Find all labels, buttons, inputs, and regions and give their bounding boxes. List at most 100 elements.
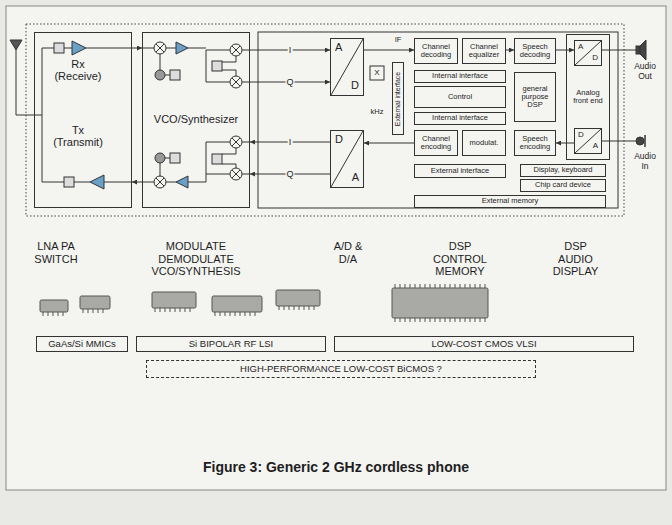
drawing-use [154,42,166,54]
drawing-rect [54,43,64,53]
drawing-line [235,312,236,316]
drawing-line [98,309,99,313]
figure-caption: Figure 3: Generic 2 GHz cordless phone [0,459,672,475]
drawing-line [331,39,363,95]
converter-box: DA [330,130,364,188]
signal-label: I [288,138,293,147]
function-box: Display, keyboard [520,164,606,177]
node-text: Speech decoding [517,43,553,59]
annotation-label: A/D & D/A [328,240,368,265]
annotation-label: kHz [364,108,390,117]
x-box [370,66,384,80]
drawing-rect [392,288,488,318]
drawing-line [455,318,456,322]
drawing-rect [636,46,640,54]
drawing-line [230,312,231,316]
node-text: A [593,142,598,151]
node-text: Control [448,93,472,101]
drawing-line [83,309,84,313]
node-text: A [578,43,583,52]
drawing-line [420,284,421,288]
drawing-line [440,284,441,288]
function-box: general purpose DSP [514,72,556,122]
drawing-line [450,284,451,288]
function-box: Channel decoding [414,38,458,64]
drawing-line [450,318,451,322]
drawing-path [644,135,646,147]
node-text: LOW-COST CMOS VLSI [431,339,536,349]
drawing-path [640,40,646,60]
drawing-line [43,312,44,316]
drawing-rect [64,177,74,187]
drawing-line [485,284,486,288]
annotation-label: Audio Out [630,62,660,82]
technology-box: Si BIPOLAR RF LSI [136,336,326,352]
annotation-label: LNA PA SWITCH [32,240,80,265]
drawing-line [480,284,481,288]
drawing-line [170,308,171,312]
node-text: Analog front end [569,89,607,105]
drawing-line [415,318,416,322]
drawing-line [415,284,416,288]
drawing-line [284,306,285,310]
drawing-rect [212,61,222,71]
drawing-line [430,284,431,288]
drawing-line [425,284,426,288]
drawing-line [240,312,241,316]
drawing-rect [80,296,110,309]
node-text: Speech encoding [517,135,553,151]
drawing-path [160,148,236,176]
signal-connector [132,182,142,183]
drawing-path [176,42,188,54]
node-text: GaAs/Si MMICs [48,339,116,349]
drawing-line [175,308,176,312]
node-text: D [335,134,343,146]
drawing-line [245,312,246,316]
digital-block [258,32,618,208]
drawing-use [154,176,166,188]
node-text: A [352,172,359,184]
drawing-line [88,309,89,313]
node-text: Channel encoding [417,135,455,151]
drawing-circle [155,70,165,80]
annotation-label: DSP CONTROL MEMORY [424,240,496,278]
drawing-line [475,284,476,288]
function-box: Channel encoding [414,130,458,156]
node-text: D [578,131,584,140]
figure-frame [6,6,666,490]
node-text: Internal interface [432,72,488,80]
node-text: D [351,80,359,92]
drawing-line [435,318,436,322]
node-text: general purpose DSP [517,85,553,109]
drawing-line [190,308,191,312]
analog-block: Analog front endADDA [566,34,610,160]
drawing-line [420,318,421,322]
node-text: Rx (Receive) [49,59,107,83]
drawing-rect [152,292,196,308]
node-text: Si BIPOLAR RF LSI [189,339,273,349]
drawing-line [185,308,186,312]
function-box: External interface [414,164,506,178]
drawing-line [445,284,446,288]
drawing-line [575,41,601,65]
audio-transducers [602,40,646,147]
drawing-line [58,312,59,316]
annotation-label: X [370,68,384,77]
drawing-line [430,318,431,322]
drawing-circle [155,153,165,163]
drawing-rect [276,290,320,306]
function-box: Internal interface [414,112,506,125]
function-box: Internal interface [414,70,506,83]
rf-block: Rx (Receive)Tx (Transmit) [34,32,132,208]
drawing-line [395,284,396,288]
drawing-line [425,318,426,322]
drawing-line [250,312,251,316]
drawing-line [155,308,156,312]
drawing-line [460,284,461,288]
drawing-line [215,312,216,316]
drawing-line [48,312,49,316]
signal-connector [364,143,414,144]
drawing-path [10,40,22,50]
drawing-rect [212,296,262,312]
